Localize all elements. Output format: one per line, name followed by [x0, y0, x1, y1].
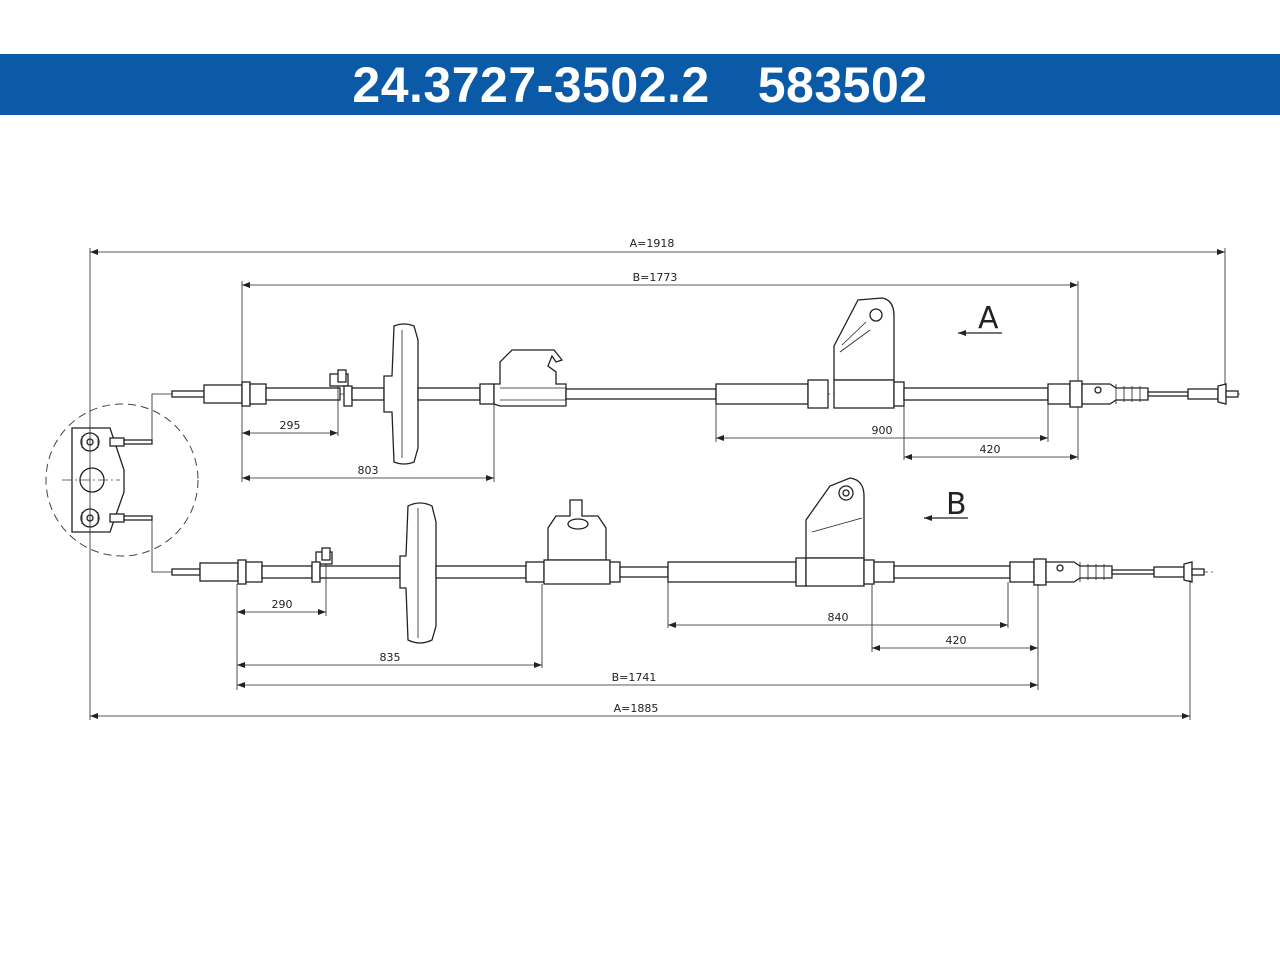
cable-a-dim-3: 900 [872, 424, 893, 437]
reference-number: 583502 [757, 56, 928, 113]
cable-b-label: B [946, 487, 967, 522]
cable-b-overall-length: A=1885 [614, 702, 659, 715]
cable-b-dim-4: 420 [946, 634, 967, 647]
cable-b-dim-3: 840 [828, 611, 849, 624]
cable-a-overall-length: A=1918 [630, 237, 675, 250]
cable-a-dim-4: 420 [980, 443, 1001, 456]
cable-b: 290 835 840 420 B=1741 A=1885 B [90, 477, 1215, 720]
part-number: 24.3727-3502.2 [352, 56, 710, 113]
cable-b-dim-2: 835 [380, 651, 401, 664]
cable-b-dim-1: 290 [272, 598, 293, 611]
cable-a-dim-1: 295 [280, 419, 301, 432]
title-banner: 24.3727-3502.2 583502 [0, 54, 1280, 115]
cable-a-sheath-length: B=1773 [633, 271, 678, 284]
cable-a: A=1918 B=1773 [89, 237, 1240, 720]
detail-view-circle [45, 403, 199, 557]
cable-a-label: A [978, 301, 999, 336]
cable-b-sheath-length: B=1741 [612, 671, 657, 684]
cable-a-dim-2: 803 [358, 464, 379, 477]
